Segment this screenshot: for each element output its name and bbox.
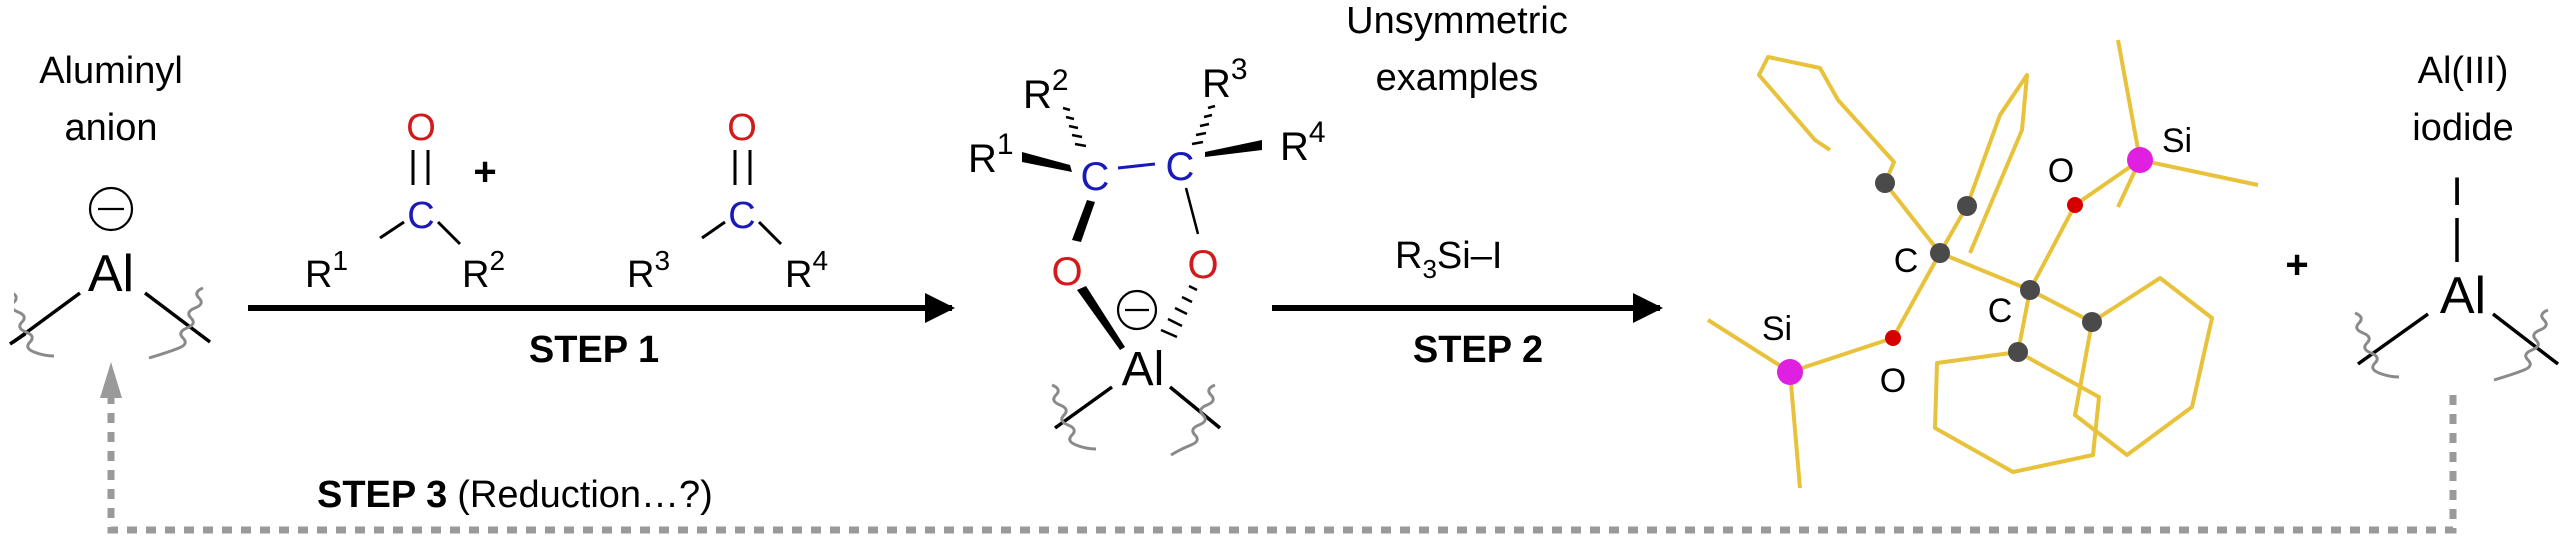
reactant-ketone-2: O C R3 R4 (627, 107, 828, 296)
carbon-atom (1930, 243, 1950, 263)
aluminyl-anion: Aluminyl anion Al (0, 50, 212, 360)
wavy-bond-icon (148, 286, 204, 360)
carbon-label: C (728, 195, 755, 237)
step2-label: STEP 2 (1413, 329, 1543, 371)
carbon-atom (1957, 196, 1977, 216)
carbon-atom (2008, 342, 2028, 362)
step2-reagent: R3Si–I (1395, 235, 1502, 284)
negative-charge-icon (88, 186, 134, 232)
si-right-label: Si (2162, 122, 2192, 160)
intermediate-al-atom: Al (1122, 343, 1165, 396)
c-right-label: C (1988, 292, 2013, 330)
step3-cycle-arrow-icon (100, 362, 2457, 534)
reactant-ketone-1: O C R1 R2 (305, 107, 505, 296)
al-iodide-title-line1: Al(III) (2418, 50, 2509, 92)
carbon-atom (2082, 312, 2102, 332)
plus-sign: + (2285, 243, 2308, 287)
oxygen-label: O (1187, 243, 1218, 287)
carbon-label: C (1166, 145, 1195, 189)
step3-label: STEP 3(Reduction…?) (317, 474, 713, 516)
carbon-label: C (1081, 155, 1110, 199)
o-right-label: O (2048, 152, 2074, 190)
r2-label: R2 (1023, 64, 1069, 117)
al-iodide: Al(III) iodide I Al (2354, 50, 2560, 382)
r1-label: R1 (305, 245, 348, 296)
aluminyl-title-line2: anion (65, 107, 158, 149)
r3-label: R3 (1202, 53, 1248, 106)
crystal-atoms: Si O C C O Si (1762, 122, 2192, 400)
aluminacycle-intermediate: R2 R1 R3 R4 C C O O Al (968, 53, 1326, 457)
o-left-label: O (1880, 362, 1906, 400)
wavy-bond-icon (9, 290, 55, 358)
oxygen-label: O (406, 107, 436, 149)
step2-header-line2: examples (1376, 57, 1539, 99)
si-left-label: Si (1762, 310, 1792, 348)
r3-label: R3 (627, 245, 670, 296)
wavy-bond-icon (2493, 308, 2549, 382)
aluminyl-al-atom: Al (88, 245, 134, 303)
oxygen-atom (2067, 197, 2083, 213)
r1-label: R1 (968, 128, 1014, 181)
al-iodide-title-line2: iodide (2412, 107, 2513, 149)
oxygen-label: O (1051, 250, 1082, 294)
step1-label: STEP 1 (529, 329, 659, 371)
wavy-bond-icon (2354, 311, 2400, 379)
r2-label: R2 (462, 245, 505, 296)
oxygen-label: O (727, 107, 757, 149)
iodine-label: I (2451, 170, 2462, 214)
step2-header-line1: Unsymmetric (1346, 0, 1568, 42)
silicon-atom (1777, 359, 1803, 385)
al-bond-right (143, 291, 212, 344)
negative-charge-icon (1116, 289, 1158, 331)
wavy-bond-icon (1051, 383, 1097, 451)
wavy-bond-icon (1170, 383, 1216, 457)
al-iodide-al-atom: Al (2440, 267, 2486, 325)
crystal-structure (1706, 39, 2259, 489)
plus-sign: + (473, 150, 496, 194)
carbon-atom (2020, 280, 2040, 300)
r4-label: R4 (785, 245, 828, 296)
carbon-label: C (407, 195, 434, 237)
aluminyl-title-line1: Aluminyl (39, 50, 183, 92)
silicon-atom (2127, 147, 2153, 173)
r4-label: R4 (1280, 116, 1326, 169)
carbon-atom (1875, 173, 1895, 193)
c-left-label: C (1894, 242, 1919, 280)
oxygen-atom (1885, 330, 1901, 346)
